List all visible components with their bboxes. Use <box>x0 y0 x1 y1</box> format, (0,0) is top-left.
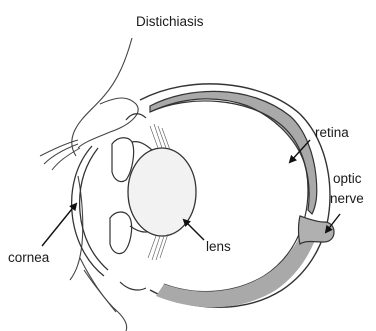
retina-bottom <box>156 232 318 307</box>
label-optic: optic <box>333 171 362 186</box>
label-cornea: cornea <box>8 250 50 265</box>
label-nerve: nerve <box>330 191 364 206</box>
cornea-structure <box>72 146 108 276</box>
lens-shape <box>128 148 196 236</box>
cornea-arrow <box>42 204 76 246</box>
label-retina: retina <box>315 125 349 140</box>
optic-nerve <box>299 216 335 244</box>
label-distichiasis: Distichiasis <box>136 14 204 29</box>
label-lens: lens <box>206 239 231 254</box>
eyelashes <box>40 140 80 170</box>
lens-arrow <box>184 220 204 240</box>
